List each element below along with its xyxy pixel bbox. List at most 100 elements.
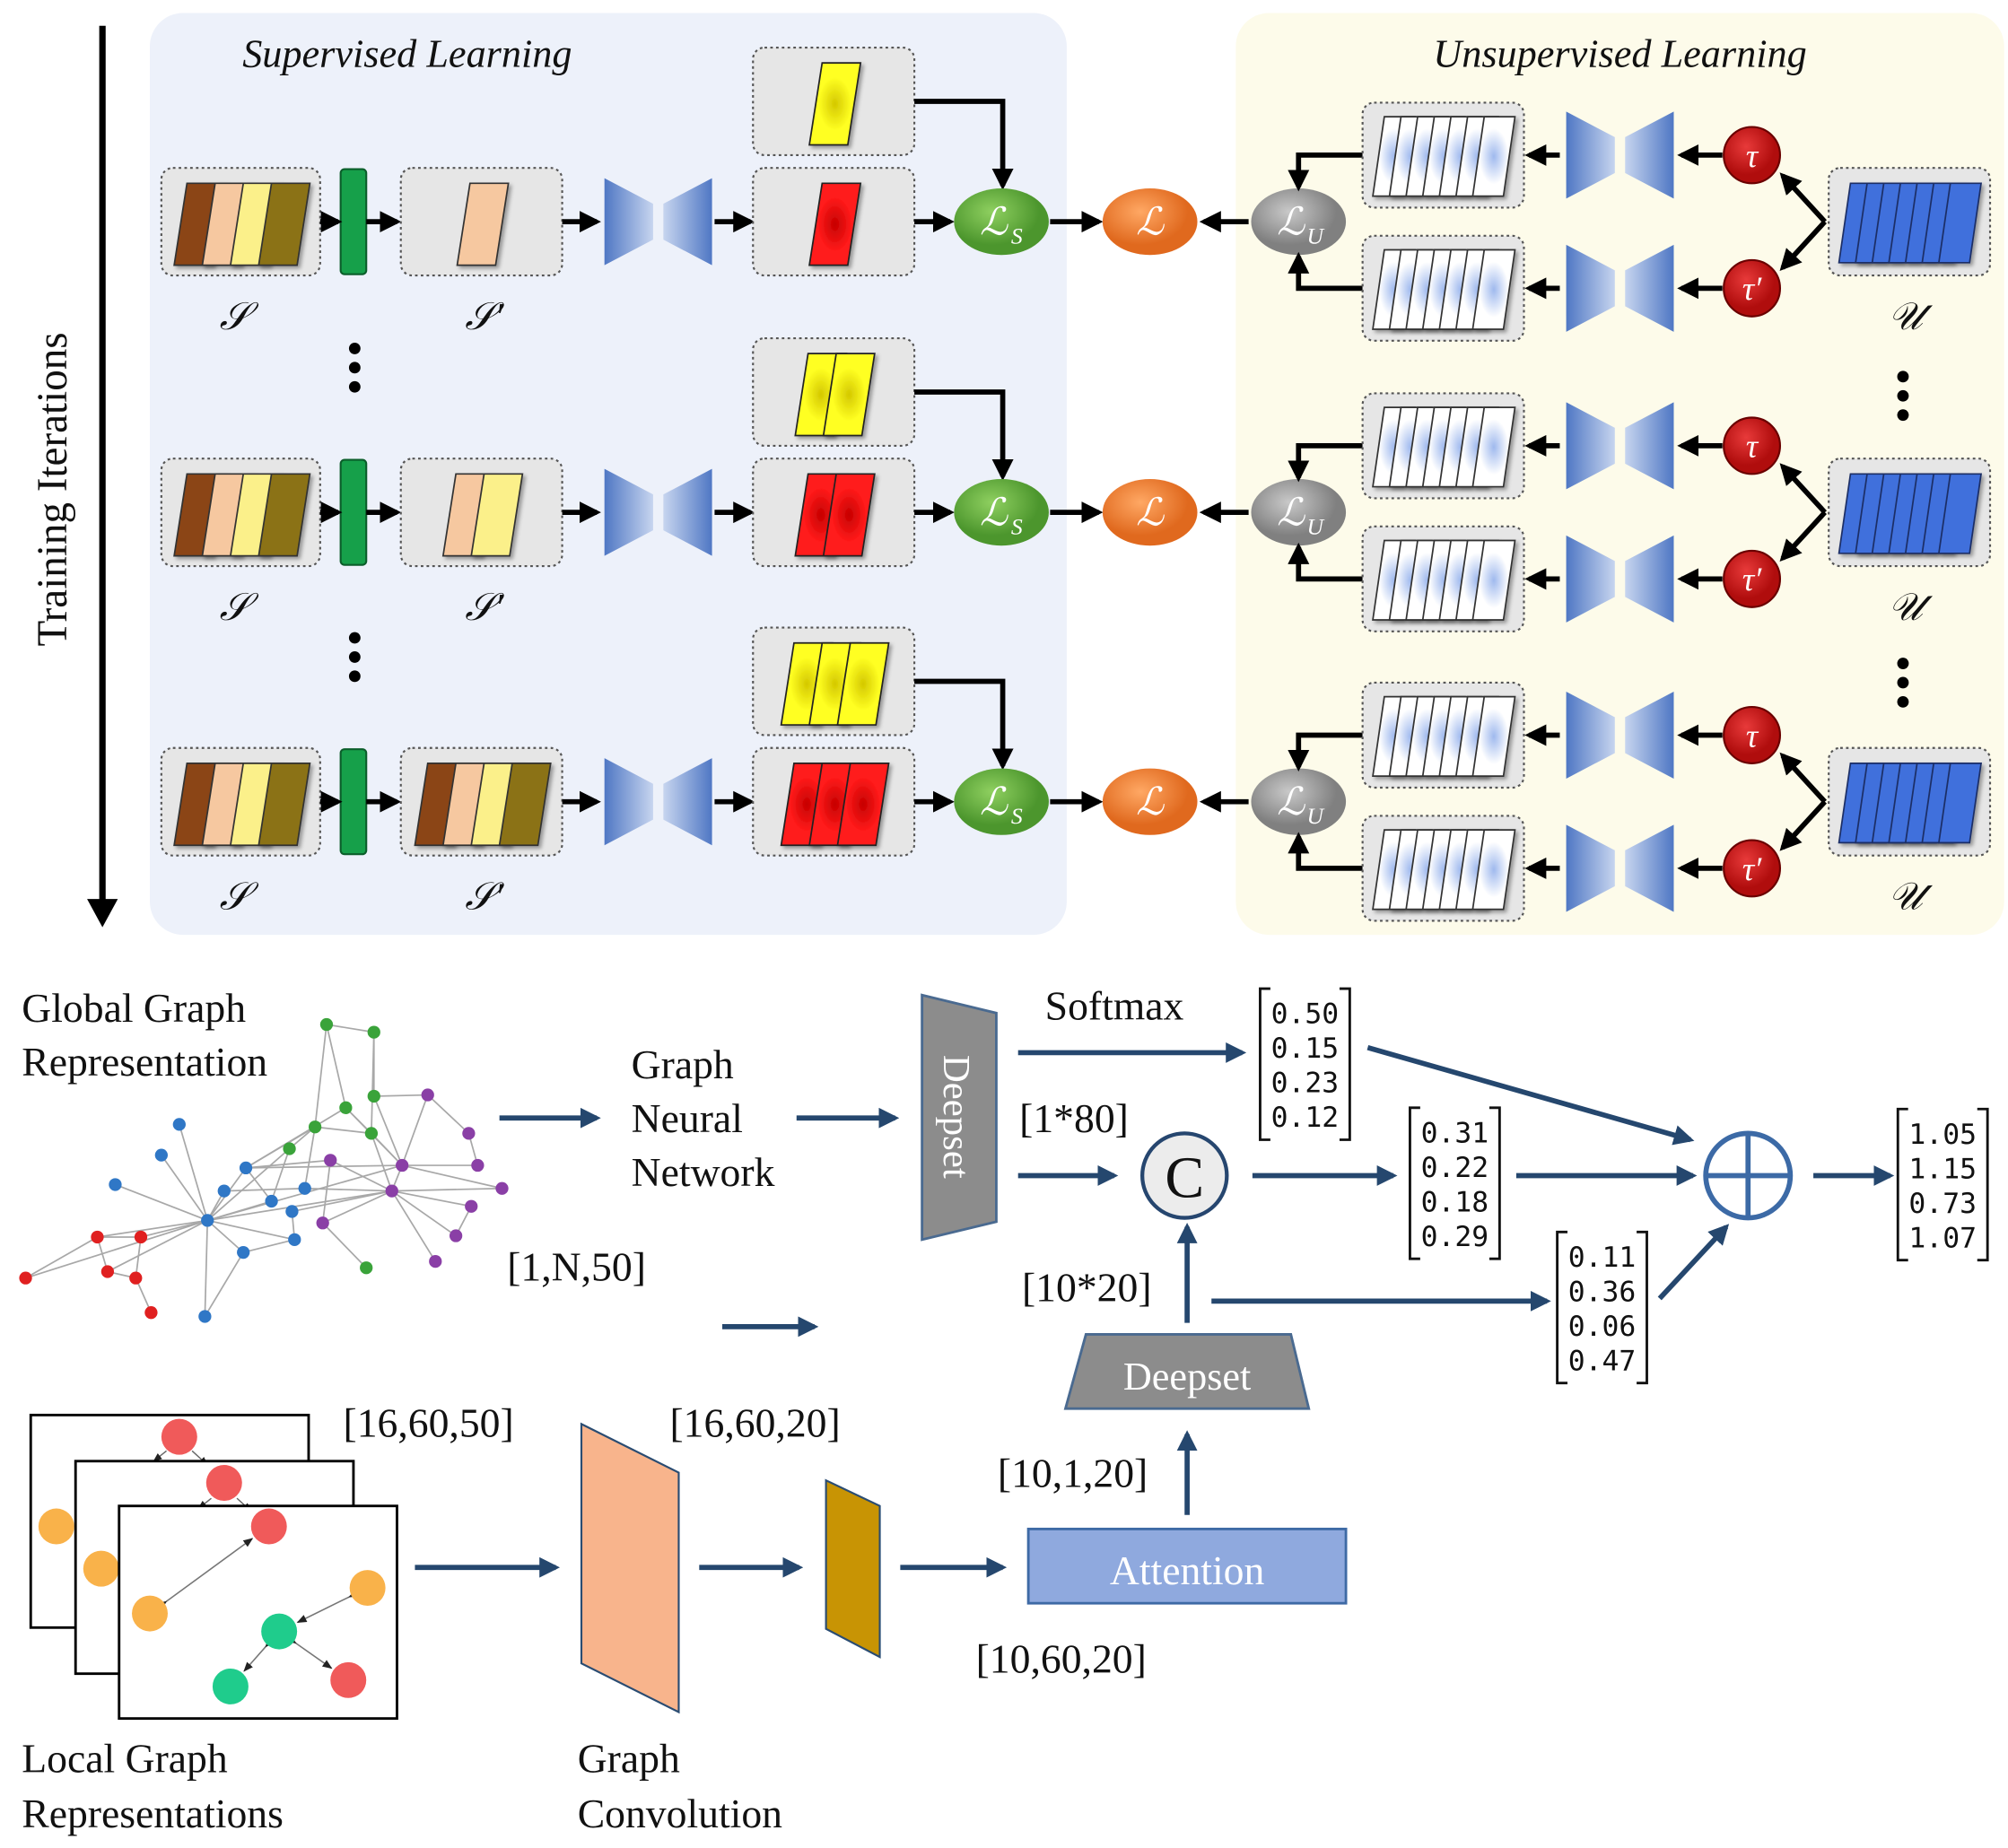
bracket-left xyxy=(1409,1106,1420,1260)
arrow-deepset-to-sum xyxy=(1657,1224,1730,1301)
graph-node xyxy=(495,1181,509,1195)
graph-edge xyxy=(25,1236,98,1279)
unsupervised-loss-node xyxy=(1251,188,1347,256)
unsupervised-title: Unsupervised Learning xyxy=(1433,31,1807,75)
graph-node xyxy=(367,1025,380,1039)
decoder-half xyxy=(663,468,712,556)
graph-edge xyxy=(314,1024,327,1128)
arrow-u-to-tau xyxy=(1779,463,1828,515)
graph-node xyxy=(449,1229,463,1242)
decoder-half xyxy=(1625,244,1674,332)
tau-prime-symbol: τ′ xyxy=(1742,851,1762,888)
ground-truth-mask xyxy=(836,641,890,726)
local-node xyxy=(261,1613,298,1650)
unsupervised-loss-symbol: ℒ xyxy=(1277,492,1305,534)
decoder-half xyxy=(1625,824,1674,912)
supervised-loss-node xyxy=(954,188,1049,256)
graph-node xyxy=(360,1261,373,1275)
graph-edge xyxy=(135,1236,142,1278)
unsupervised-loss-symbol: ℒ xyxy=(1277,201,1305,243)
unsupervised-loss-node xyxy=(1251,479,1347,546)
graph-edge xyxy=(207,1219,295,1241)
graph-edge xyxy=(204,1251,244,1317)
segmentation-model-unlabeled xyxy=(1566,535,1674,623)
arrow-branch-to-lu xyxy=(1288,443,1363,483)
graph-edge xyxy=(140,1219,208,1238)
graph-edge xyxy=(178,1124,209,1221)
arrow-softmax-to-sum xyxy=(1366,1044,1695,1146)
tau-prime-symbol: τ′ xyxy=(1742,562,1762,598)
graph-node xyxy=(265,1194,278,1208)
total-loss-symbol: ℒ xyxy=(1136,781,1165,824)
graph-node xyxy=(421,1088,434,1102)
vector-value: 0.22 xyxy=(1421,1152,1489,1184)
unsupervised-loss-subscript: U xyxy=(1307,513,1325,539)
selected-sample xyxy=(456,182,510,266)
graph-edge xyxy=(246,1164,403,1169)
deepset-vector: 0.110.360.060.47 xyxy=(1556,1230,1648,1385)
local-node xyxy=(38,1508,74,1545)
graph-node xyxy=(109,1178,122,1191)
arrow-branch-to-lu xyxy=(1288,542,1363,582)
local-node xyxy=(83,1550,119,1587)
supervised-loss-node xyxy=(954,768,1049,835)
augmentation-tau-prime-node xyxy=(1723,549,1782,608)
graph-node xyxy=(217,1184,231,1198)
vector-value: 0.29 xyxy=(1421,1221,1489,1253)
bracket-left xyxy=(1556,1230,1568,1385)
selected-set-label: 𝒮′ xyxy=(465,296,504,338)
deepset-vertical-label: Deepset xyxy=(935,1055,977,1179)
dim-10-60-20: [10,60,20] xyxy=(976,1635,1147,1681)
local-edge xyxy=(156,1538,254,1610)
graph-node xyxy=(201,1214,214,1227)
gnn-label-3: Network xyxy=(632,1149,775,1195)
augmentation-tau-prime-node xyxy=(1723,839,1782,898)
vector-value: 0.73 xyxy=(1908,1188,1977,1220)
supervised-loss-subscript: S xyxy=(1011,222,1023,248)
graph-edge xyxy=(270,1148,291,1202)
vector-value: 0.06 xyxy=(1568,1311,1637,1343)
sampler-bottleneck xyxy=(339,458,368,566)
bracket-right xyxy=(1339,987,1351,1141)
encoder-half xyxy=(604,758,653,846)
graph-node xyxy=(298,1181,311,1195)
supervised-loss-symbol: ℒ xyxy=(980,201,1008,243)
encoder-half xyxy=(1566,691,1615,780)
graph-edge xyxy=(97,1219,208,1238)
dim-1-n-50: [1,N,50] xyxy=(507,1244,646,1290)
local-node xyxy=(330,1661,367,1698)
graph-node xyxy=(239,1161,253,1175)
bracket-right xyxy=(1977,1107,1989,1262)
graph-edge xyxy=(161,1155,208,1221)
local-node xyxy=(250,1508,287,1545)
graph-edge xyxy=(107,1219,208,1273)
training-iterations-arrowhead xyxy=(87,899,118,928)
graph-edge xyxy=(303,1127,316,1189)
supervised-loss-symbol: ℒ xyxy=(980,492,1008,534)
graph-node xyxy=(308,1120,322,1134)
vector-value: 0.31 xyxy=(1421,1117,1489,1149)
local-edge xyxy=(243,1637,275,1672)
unsupervised-continuation-dots xyxy=(1897,370,1909,708)
arrow-u-to-tau xyxy=(1779,799,1828,851)
graph-node xyxy=(19,1271,32,1285)
graph-convolution-label-2: Convolution xyxy=(578,1791,782,1836)
encoder-half xyxy=(1566,824,1615,912)
augmentation-tau-prime-node xyxy=(1723,258,1782,318)
graph-edge xyxy=(373,1094,428,1097)
arrow-branch-to-lu xyxy=(1288,832,1363,871)
bracket-right xyxy=(1489,1106,1501,1260)
supervised-loss-symbol: ℒ xyxy=(980,781,1008,824)
tau-prime-symbol: τ′ xyxy=(1742,271,1762,308)
selected-sample xyxy=(470,473,524,557)
graph-node xyxy=(285,1205,299,1218)
graph-convolution-label-1: Graph xyxy=(578,1736,680,1782)
local-edge xyxy=(286,1634,333,1669)
vector-value: 0.15 xyxy=(1271,1033,1340,1065)
segmentation-model-unlabeled xyxy=(1566,824,1674,912)
local-graph-frame xyxy=(118,1504,398,1721)
augmentation-tau-node xyxy=(1723,126,1782,185)
concat-symbol: C xyxy=(1165,1146,1204,1211)
graph-node xyxy=(471,1158,485,1172)
